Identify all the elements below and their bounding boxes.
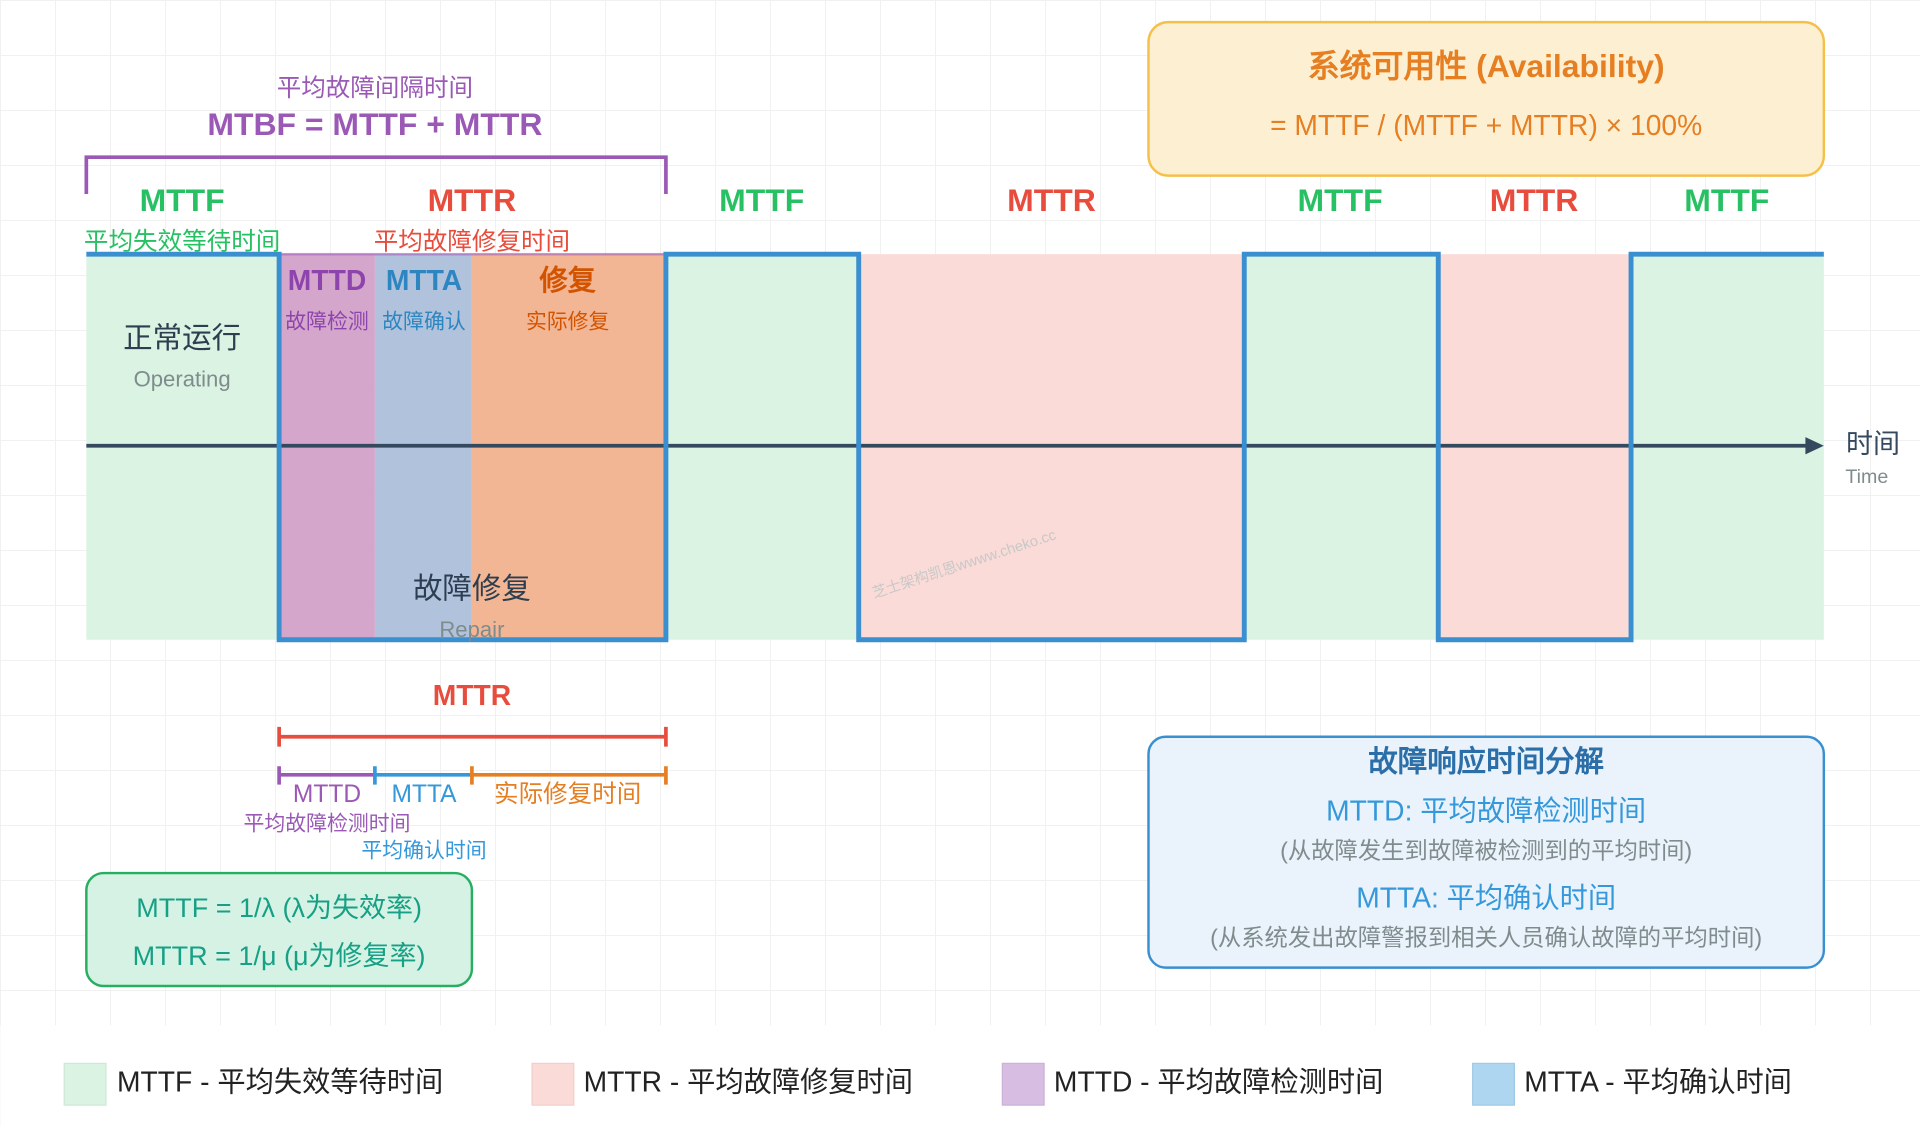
mtbf-subtitle: 平均故障间隔时间: [277, 74, 473, 102]
mttr-rate: MTTR = 1/μ (μ为修复率): [133, 941, 426, 971]
axis-label-en: Time: [1845, 466, 1888, 488]
mttr-bars: [277, 726, 668, 785]
period-label: MTTF: [719, 182, 804, 218]
legend-swatch: [1001, 1062, 1045, 1106]
axis-label: 时间: [1846, 429, 1900, 459]
phase-title: 修复: [538, 264, 596, 296]
axis-arrow-icon: [1805, 437, 1824, 455]
operating-label: 正常运行: [123, 322, 241, 355]
mttf-sublabel: 平均失效等待时间: [84, 228, 280, 256]
legend: MTTF - 平均失效等待时间 MTTR - 平均故障修复时间 MTTD - 平…: [63, 1062, 1792, 1106]
operating-label-en: Operating: [134, 366, 231, 391]
mtta-bar: [373, 766, 472, 785]
legend-label: MTTA - 平均确认时间: [1524, 1066, 1792, 1098]
phase-title: MTTA: [386, 264, 462, 296]
legend-swatch: [531, 1062, 575, 1106]
availability-box: [1147, 20, 1826, 177]
legend-swatch: [63, 1062, 107, 1106]
mtta-bar-label: MTTA: [392, 781, 458, 808]
response-box: [1147, 735, 1826, 969]
mtbf-bracket: [84, 155, 668, 195]
response-mtta-desc: (从系统发出故障警报到相关人员确认故障的平均时间): [1210, 925, 1762, 951]
mttr-bar: [277, 726, 668, 747]
period-label: MTTF: [1298, 182, 1383, 218]
response-mttd-desc: (从故障发生到故障被检测到的平均时间): [1280, 837, 1692, 863]
period-label: MTTF: [140, 182, 225, 218]
phase-sub: 实际修复: [526, 310, 610, 333]
legend-swatch: [1472, 1062, 1516, 1106]
legend-label: MTTR - 平均故障修复时间: [584, 1066, 913, 1098]
mttd-bar: [277, 766, 375, 785]
response-mttd: MTTD: 平均故障检测时间: [1326, 794, 1646, 826]
mttf-rate: MTTF = 1/λ (λ为失效率): [136, 893, 422, 923]
state-waveform: [86, 251, 1824, 643]
repair-label-en: Repair: [439, 617, 504, 642]
phase-sub: 故障确认: [382, 310, 466, 333]
mtbf-formula: MTBF = MTTF + MTTR: [207, 106, 542, 142]
legend-label: MTTF - 平均失效等待时间: [117, 1066, 443, 1098]
repair-label: 故障修复: [413, 572, 531, 605]
availability-formula: = MTTF / (MTTF + MTTR) × 100%: [1270, 109, 1702, 141]
response-title: 故障响应时间分解: [1368, 745, 1604, 779]
legend-label: MTTD - 平均故障检测时间: [1054, 1066, 1383, 1098]
legend-bg: [0, 1025, 1920, 1126]
period-label: MTTR: [1007, 182, 1096, 218]
period-label: MTTR: [1490, 182, 1579, 218]
mttd-bar-label: MTTD: [293, 781, 361, 808]
fix-bar-label: 实际修复时间: [494, 780, 641, 808]
fix-bar: [470, 766, 668, 785]
mttd-bar-sub: 平均故障检测时间: [244, 813, 411, 836]
availability-title: 系统可用性 (Availability): [1308, 48, 1665, 84]
phase-sub: 故障检测: [285, 310, 368, 333]
rates-box: [85, 871, 474, 988]
phase-title: MTTD: [288, 264, 366, 296]
period-label: MTTR: [428, 182, 517, 218]
mttr-bar-title: MTTR: [433, 679, 511, 711]
mttr-sublabel: 平均故障修复时间: [374, 228, 570, 256]
mtta-bar-sub: 平均确认时间: [361, 840, 486, 863]
period-label: MTTF: [1684, 182, 1769, 218]
response-mtta: MTTA: 平均确认时间: [1356, 882, 1616, 914]
